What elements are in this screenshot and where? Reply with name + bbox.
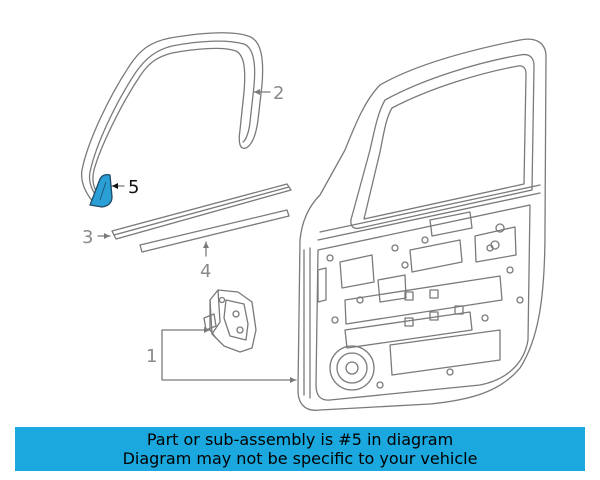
banner-line-1: Part or sub-assembly is #5 in diagram bbox=[146, 430, 454, 449]
part-5-highlighted bbox=[89, 173, 113, 208]
callout-4: 4 bbox=[200, 261, 211, 282]
parts-diagram: 1 2 3 4 5 bbox=[80, 32, 547, 411]
banner-line-2: Diagram may not be specific to your vehi… bbox=[122, 449, 478, 468]
callout-2: 2 bbox=[273, 83, 284, 104]
door-shell bbox=[297, 38, 547, 411]
callout-5: 5 bbox=[128, 177, 139, 198]
part-4-inner-weatherstrip bbox=[139, 209, 290, 253]
callout-1: 1 bbox=[146, 346, 157, 367]
info-banner: Part or sub-assembly is #5 in diagram Di… bbox=[15, 427, 585, 471]
part-2-frame-weatherstrip bbox=[80, 32, 264, 206]
callout-3: 3 bbox=[82, 227, 93, 248]
leader-arrowheads bbox=[104, 89, 296, 383]
part-3-belt-molding bbox=[111, 183, 292, 240]
part-1-door-hinge bbox=[203, 289, 257, 353]
